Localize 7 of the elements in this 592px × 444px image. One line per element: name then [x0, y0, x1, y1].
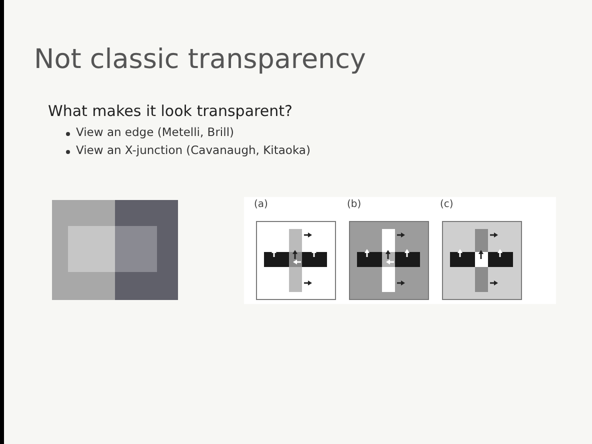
slide-title: Not classic transparency	[34, 44, 366, 75]
panel-label: (b)	[347, 199, 362, 210]
panel-label: (a)	[254, 199, 268, 210]
question-text: What makes it look transparent?	[48, 102, 292, 120]
panel-label: (c)	[440, 199, 454, 210]
bullet-text: View an X-junction (Cavanaugh, Kitaoka)	[76, 143, 310, 157]
bullet-text: View an edge (Metelli, Brill)	[76, 125, 234, 139]
